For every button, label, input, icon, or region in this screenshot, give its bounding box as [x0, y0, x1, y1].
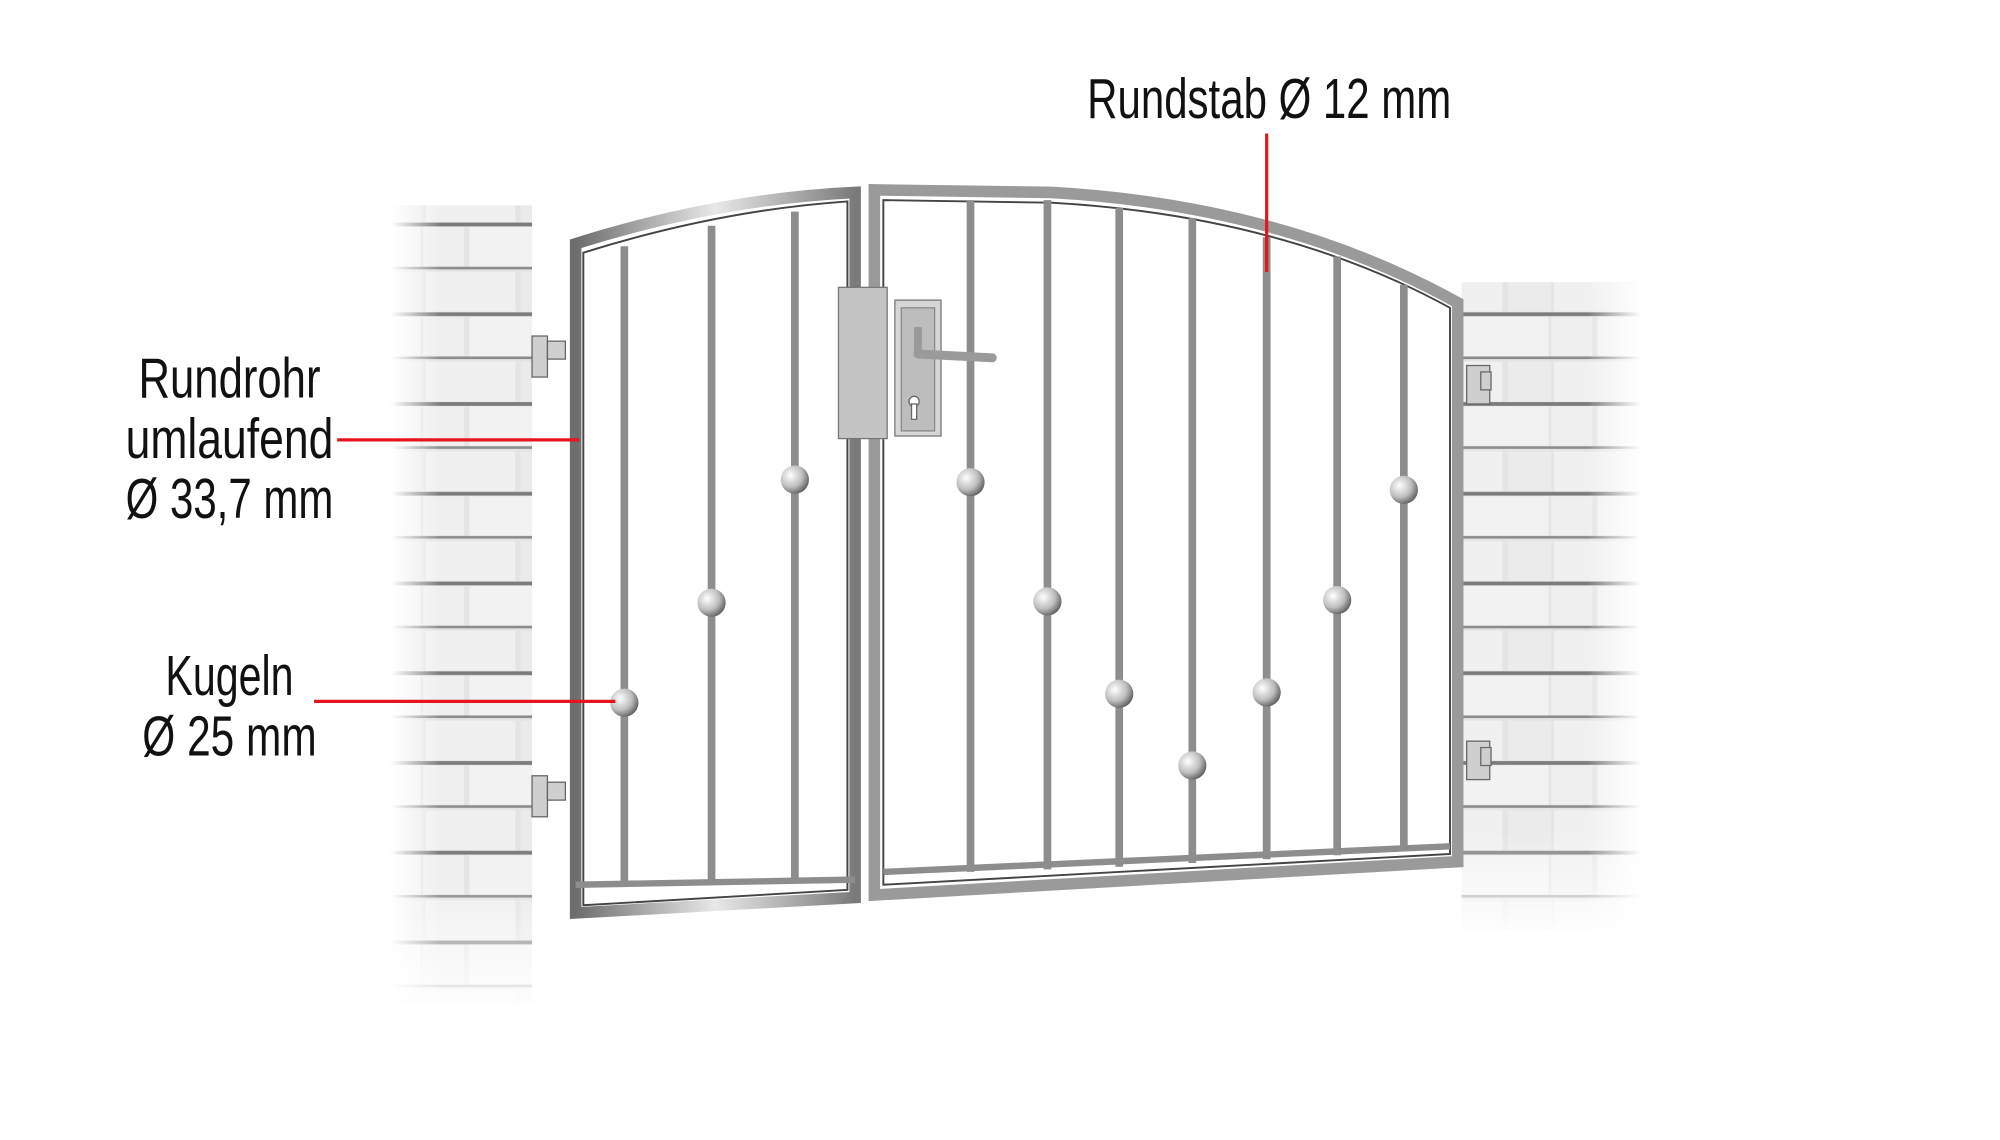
label-rundrohr-line1: Rundrohr	[138, 347, 320, 410]
left-gate-leaf	[569, 186, 861, 920]
label-rundstab: Rundstab Ø 12 mm	[1087, 67, 1451, 130]
right-gate-leaf	[868, 184, 1464, 902]
right-leaf-bars	[966, 200, 1408, 872]
annotation-lines	[314, 133, 1269, 704]
gate-lock	[837, 286, 997, 440]
left-leaf-bars	[620, 211, 799, 885]
label-kugeln-line2: Ø 25 mm	[142, 704, 316, 767]
left-brick-pillar	[391, 205, 533, 1003]
decorative-balls	[610, 465, 1418, 780]
keyhole-icon	[908, 395, 920, 420]
hinges	[531, 335, 1492, 818]
label-rundrohr-line2: umlaufend	[126, 407, 334, 470]
label-kugeln-line1: Kugeln	[165, 644, 293, 707]
right-brick-pillar	[1461, 282, 1642, 930]
label-rundrohr-line3: Ø 33,7 mm	[126, 467, 334, 530]
door-handle-icon	[913, 327, 997, 363]
